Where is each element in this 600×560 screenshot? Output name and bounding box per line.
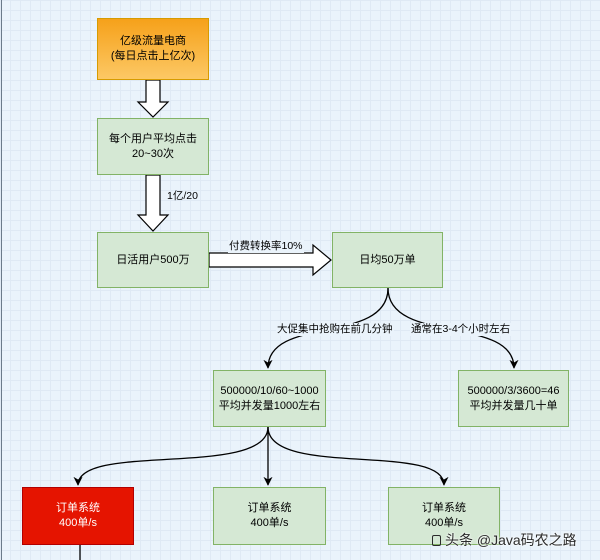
node-clicks-line1: 每个用户平均点击 <box>109 132 197 145</box>
node-order-system-3: 订单系统 400单/s <box>388 487 500 545</box>
node-normal-line1: 500000/3/3600=46 <box>467 384 560 397</box>
node-order-system-2-line2: 400单/s <box>250 517 289 529</box>
node-traffic-line1: 亿级流量电商 <box>120 35 186 47</box>
edge-label-orders-to-normal: 通常在3-4个小时左右 <box>410 323 512 336</box>
node-peak: 500000/10/60~1000 平均并发量1000左右 <box>213 370 326 427</box>
node-peak-line1: 500000/10/60~1000 <box>220 384 319 397</box>
node-dau-line1: 日活用户500万 <box>116 253 190 266</box>
node-order-system-1: 订单系统 400单/s <box>22 487 134 545</box>
arrow-traffic-to-clicks <box>136 79 170 118</box>
node-order-system-3-line2: 400单/s <box>425 517 463 529</box>
node-clicks: 每个用户平均点击 20~30次 <box>97 118 209 175</box>
node-dau: 日活用户500万 <box>97 232 209 288</box>
edge-peak-to-order-system-1 <box>73 426 269 486</box>
node-daily-orders: 日均50万单 <box>332 232 443 288</box>
node-daily-orders-line1: 日均50万单 <box>359 253 416 266</box>
node-traffic: 亿级流量电商 (每日点击上亿次) <box>97 18 209 80</box>
node-normal-line2: 平均并发量几十单 <box>469 399 558 412</box>
toutiao-logo-icon <box>432 534 441 546</box>
edge-label-dau-to-orders: 付费转换率10% <box>228 240 304 253</box>
node-normal: 500000/3/3600=46 平均并发量几十单 <box>458 370 569 427</box>
edge-label-clicks-to-dau: 1亿/20 <box>167 190 198 202</box>
node-order-system-2: 订单系统 400单/s <box>213 487 326 545</box>
node-order-system-2-line1: 订单系统 <box>247 502 292 514</box>
edge-label-orders-to-peak: 大促集中抢购在前几分钟 <box>276 323 394 336</box>
node-clicks-line2: 20~30次 <box>132 147 174 160</box>
node-peak-line2: 平均并发量1000左右 <box>218 399 321 412</box>
node-traffic-line2: (每日点击上亿次) <box>110 50 196 62</box>
node-order-system-1-line2: 400单/s <box>59 517 97 529</box>
watermark: 头条 @Java码农之路 <box>432 531 577 549</box>
canvas-left-border <box>1 0 2 560</box>
watermark-text: 头条 @Java码农之路 <box>445 532 577 548</box>
arrow-clicks-to-dau <box>136 174 170 232</box>
node-order-system-3-line1: 订单系统 <box>422 502 466 514</box>
edge-peak-to-order-system-3 <box>267 426 449 486</box>
node-order-system-1-line1: 订单系统 <box>56 502 100 514</box>
